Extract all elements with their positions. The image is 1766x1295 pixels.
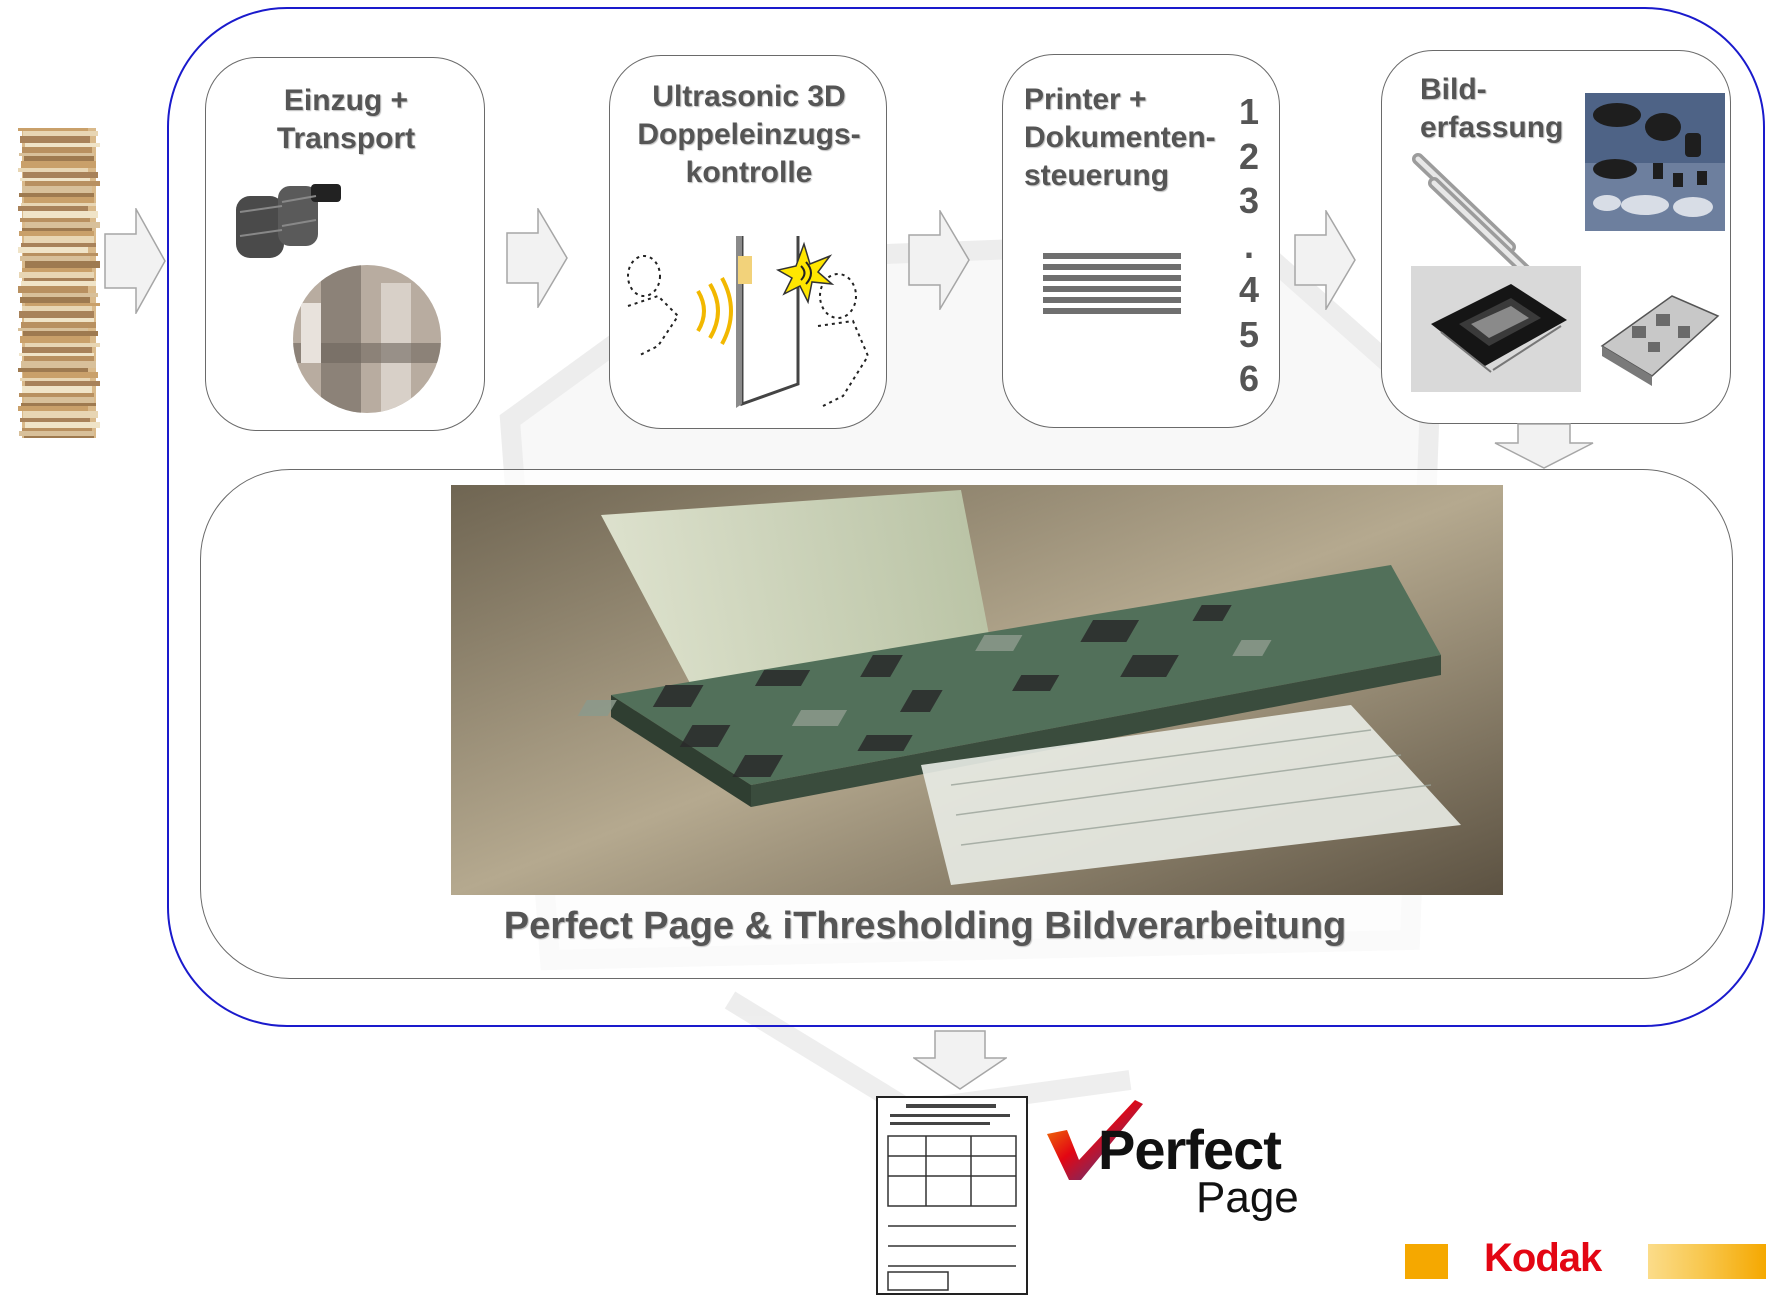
step-printer-document-control: Printer + Dokumenten- steuerung	[1002, 54, 1280, 428]
step-1-label-line2: Transport	[276, 122, 416, 155]
scanner-process-frame	[167, 7, 1765, 1027]
counter-digit: 2	[1238, 135, 1260, 177]
step-2-label-line2: Doppeleinzugs-	[637, 118, 861, 151]
kodak-logo: Kodak	[1484, 1236, 1602, 1280]
perfect-page-checkmark-icon	[1047, 1100, 1143, 1180]
down-arrow-processing-icon	[1494, 423, 1594, 469]
step-4-label-line2: erfassung	[1420, 111, 1564, 144]
step-3-label-line2: Dokumenten-	[1024, 121, 1216, 154]
paper-stack-image	[18, 128, 100, 438]
step-4-label-line1: Bild-	[1420, 73, 1487, 106]
down-arrow-output-icon	[913, 1030, 1007, 1090]
step-2-label-line3: kontrolle	[685, 156, 813, 189]
lens-optics-image	[1585, 93, 1725, 231]
counter-digit: .	[1243, 224, 1254, 266]
logo-line-1: Perfect	[1098, 1118, 1282, 1181]
counter-digit: 6	[1238, 358, 1260, 399]
counter-digit: 4	[1238, 269, 1260, 310]
logo-line-2: Page	[1196, 1173, 1299, 1222]
scanner-module-image	[1600, 295, 1720, 386]
image-processing-board-photo	[451, 485, 1503, 895]
step-image-capture: Bild- erfassung	[1381, 50, 1731, 424]
ultrasonic-sensor-illustration	[627, 236, 870, 408]
step-arrow-2-icon	[908, 210, 970, 310]
image-processing-caption: Perfect Page & iThresholding Bildverarbe…	[503, 905, 1347, 947]
counter-digit: 1	[1238, 91, 1260, 132]
step-3-label-line3: steuerung	[1024, 159, 1170, 192]
ccd-sensor-chip-image	[1411, 266, 1581, 392]
step-ultrasonic-double-feed: Ultrasonic 3D Doppeleinzugs- kontrolle	[609, 55, 887, 429]
step-feed-transport: Einzug + Transport	[205, 57, 485, 431]
light-tubes-image	[1412, 153, 1532, 277]
input-arrow-icon	[104, 208, 166, 314]
imprinter-counter: 1 2 3 . 4 5 6	[1237, 90, 1261, 402]
perfect-page-logo-text: Perfect Page	[1098, 1118, 1318, 1222]
step-1-label-line1: Einzug +	[283, 84, 409, 117]
step-arrow-1-icon	[506, 208, 568, 308]
step-3-label-line1: Printer +	[1024, 83, 1147, 116]
footer-accent-block	[1405, 1244, 1448, 1279]
feed-rollers-image	[236, 184, 341, 258]
document-lines-icon	[1043, 253, 1181, 314]
counter-digit: 3	[1238, 180, 1260, 221]
step-arrow-3-icon	[1294, 210, 1356, 310]
counter-digit: 5	[1238, 313, 1260, 355]
output-document-image	[876, 1096, 1028, 1295]
step-2-label-line1: Ultrasonic 3D	[652, 80, 846, 113]
footer-accent-bar	[1648, 1244, 1766, 1279]
transport-path-image	[293, 265, 441, 413]
